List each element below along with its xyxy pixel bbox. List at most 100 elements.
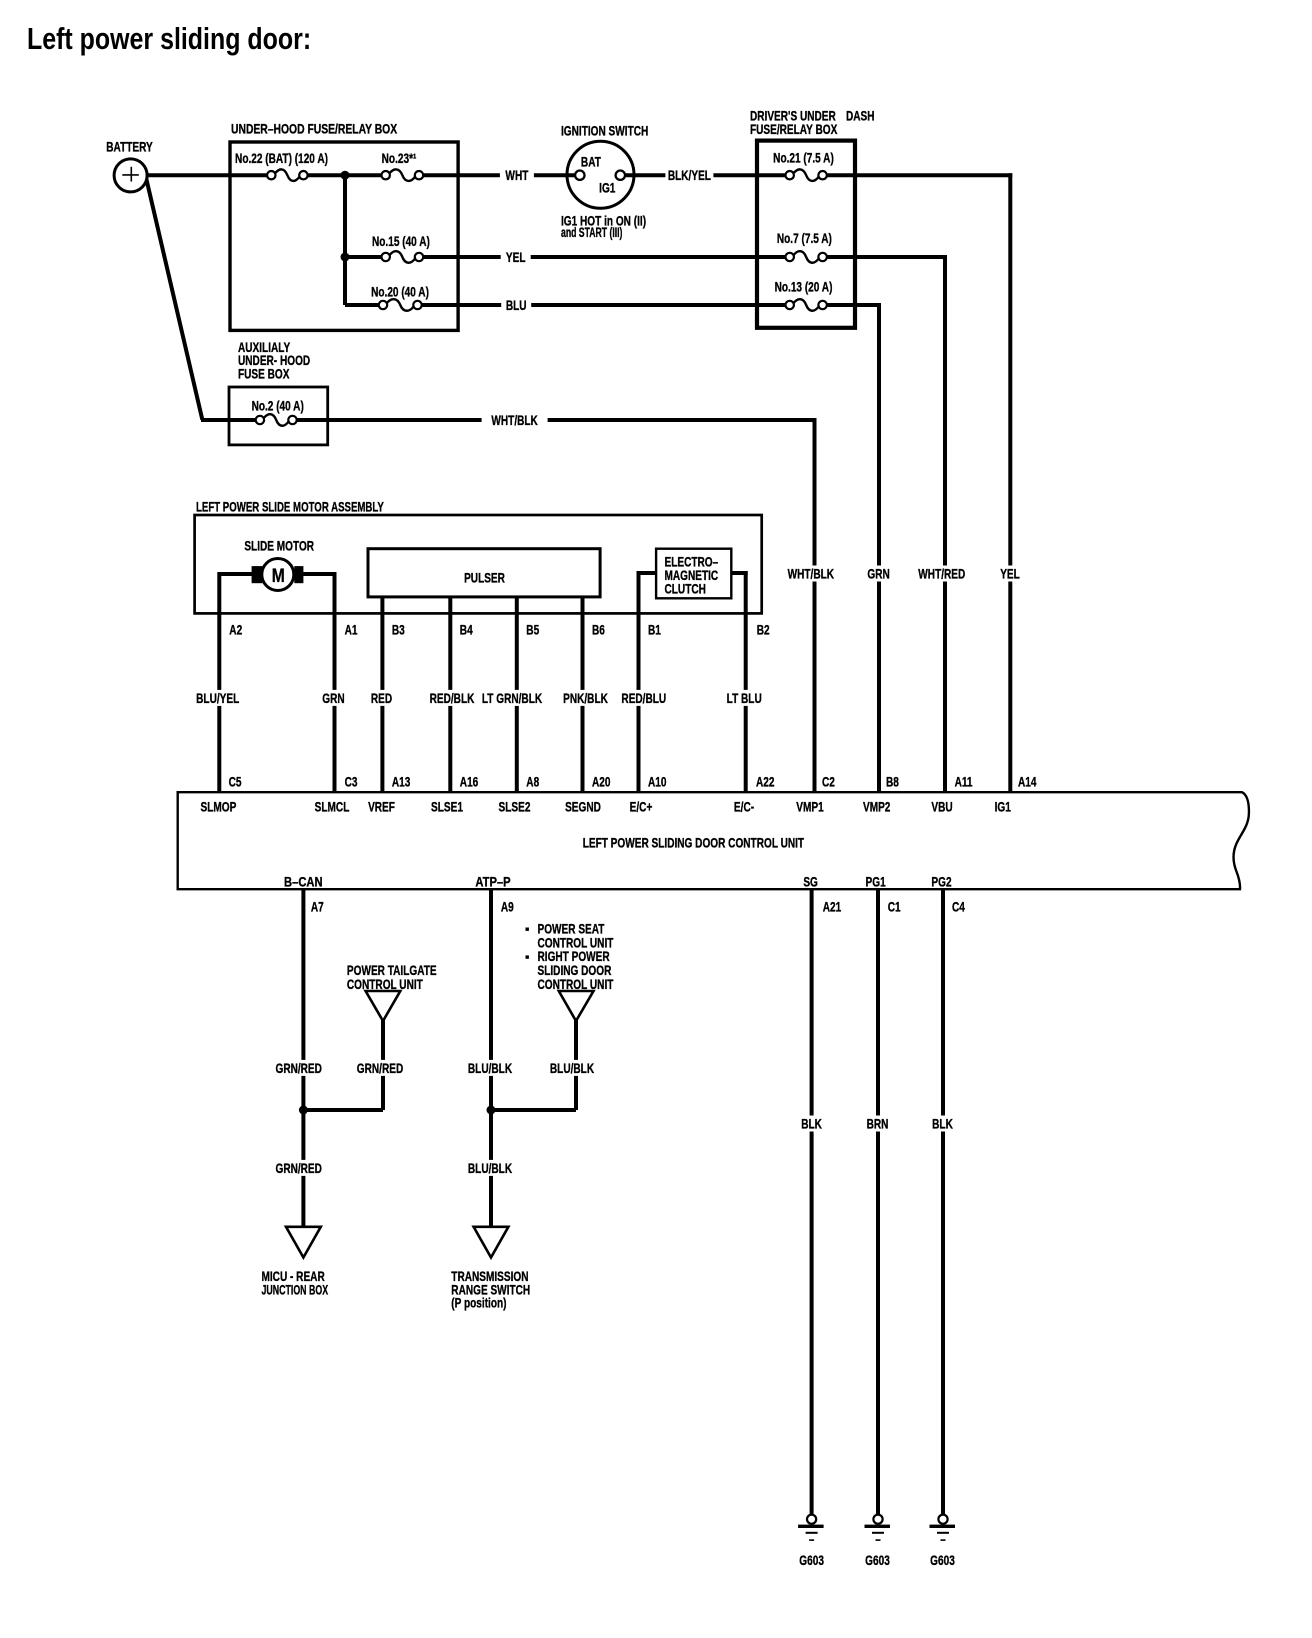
svg-text:GRN/RED: GRN/RED bbox=[275, 1160, 322, 1176]
svg-text:GRN: GRN bbox=[867, 566, 889, 582]
svg-text:DRIVER'S UNDER: DRIVER'S UNDER bbox=[750, 108, 836, 124]
svg-text:A13: A13 bbox=[392, 774, 411, 790]
svg-text:C1: C1 bbox=[888, 899, 901, 915]
svg-text:JUNCTION BOX: JUNCTION BOX bbox=[262, 1283, 329, 1299]
svg-text:FUSE/RELAY BOX: FUSE/RELAY BOX bbox=[750, 121, 838, 137]
svg-text:C4: C4 bbox=[952, 899, 965, 915]
svg-text:IG1 HOT in ON (II): IG1 HOT in ON (II) bbox=[561, 213, 646, 229]
svg-text:SLMCL: SLMCL bbox=[315, 799, 350, 815]
svg-text:No.7 (7.5 A): No.7 (7.5 A) bbox=[777, 231, 832, 247]
svg-text:(P position): (P position) bbox=[451, 1295, 506, 1311]
svg-text:SLIDING DOOR: SLIDING DOOR bbox=[538, 962, 612, 978]
svg-text:POWER TAILGATE: POWER TAILGATE bbox=[347, 962, 437, 978]
svg-text:A14: A14 bbox=[1018, 774, 1037, 790]
svg-text:E/C-: E/C- bbox=[734, 799, 754, 815]
svg-text:CLUTCH: CLUTCH bbox=[665, 581, 706, 597]
svg-text:A2: A2 bbox=[229, 622, 242, 638]
svg-text:CONTROL UNIT: CONTROL UNIT bbox=[347, 976, 423, 992]
svg-text:A22: A22 bbox=[756, 774, 775, 790]
svg-text:CONTROL UNIT: CONTROL UNIT bbox=[538, 976, 614, 992]
svg-text:UNDER–HOOD FUSE/RELAY BOX: UNDER–HOOD FUSE/RELAY BOX bbox=[231, 121, 398, 137]
svg-text:PG2: PG2 bbox=[931, 874, 951, 890]
svg-text:and START (III): and START (III) bbox=[561, 225, 623, 241]
svg-text:A16: A16 bbox=[460, 774, 479, 790]
svg-text:No.20 (40 A): No.20 (40 A) bbox=[371, 284, 429, 300]
svg-text:C5: C5 bbox=[229, 774, 242, 790]
svg-text:SLMOP: SLMOP bbox=[200, 799, 236, 815]
svg-text:PULSER: PULSER bbox=[464, 570, 505, 586]
svg-text:GRN/RED: GRN/RED bbox=[275, 1060, 322, 1076]
svg-text:RIGHT POWER: RIGHT POWER bbox=[538, 949, 610, 965]
svg-text:A20: A20 bbox=[592, 774, 611, 790]
svg-text:BLU/BLK: BLU/BLK bbox=[468, 1060, 512, 1076]
svg-text:YEL: YEL bbox=[506, 249, 526, 265]
svg-text:BLK/YEL: BLK/YEL bbox=[668, 168, 712, 184]
svg-text:M: M bbox=[272, 564, 285, 586]
svg-text:WHT/BLK: WHT/BLK bbox=[788, 566, 835, 582]
svg-text:SLSE2: SLSE2 bbox=[499, 799, 531, 815]
svg-text:YEL: YEL bbox=[1000, 566, 1020, 582]
svg-text:SLSE1: SLSE1 bbox=[431, 799, 463, 815]
svg-text:FUSE BOX: FUSE BOX bbox=[238, 366, 290, 382]
svg-text:RED: RED bbox=[371, 690, 392, 706]
svg-text:No.21 (7.5 A): No.21 (7.5 A) bbox=[773, 150, 834, 166]
svg-text:VREF: VREF bbox=[368, 799, 395, 815]
svg-text:A8: A8 bbox=[526, 774, 539, 790]
svg-text:No.2 (40 A): No.2 (40 A) bbox=[252, 398, 304, 414]
svg-text:BLK: BLK bbox=[801, 1116, 822, 1132]
svg-text:UNDER- HOOD: UNDER- HOOD bbox=[238, 353, 310, 369]
svg-text:BLU/BLK: BLU/BLK bbox=[550, 1060, 594, 1076]
svg-text:SG: SG bbox=[803, 874, 818, 890]
svg-text:MAGNETIC: MAGNETIC bbox=[665, 567, 719, 583]
svg-text:TRANSMISSION: TRANSMISSION bbox=[451, 1268, 528, 1284]
svg-text:C3: C3 bbox=[345, 774, 358, 790]
svg-text:VMP2: VMP2 bbox=[863, 799, 891, 815]
svg-text:B1: B1 bbox=[648, 622, 661, 638]
svg-text:RED/BLU: RED/BLU bbox=[621, 690, 666, 706]
svg-text:LT GRN/BLK: LT GRN/BLK bbox=[482, 690, 542, 706]
svg-text:GRN: GRN bbox=[322, 690, 344, 706]
svg-text:B5: B5 bbox=[526, 622, 539, 638]
svg-text:RANGE SWITCH: RANGE SWITCH bbox=[451, 1282, 530, 1298]
svg-text:B2: B2 bbox=[757, 622, 770, 638]
svg-text:PNK/BLK: PNK/BLK bbox=[563, 690, 608, 706]
svg-text:No.13 (20 A): No.13 (20 A) bbox=[775, 279, 833, 295]
svg-text:BLK: BLK bbox=[932, 1116, 953, 1132]
svg-text:GRN/RED: GRN/RED bbox=[357, 1060, 404, 1076]
svg-text:BLU/BLK: BLU/BLK bbox=[468, 1160, 512, 1176]
svg-text:A21: A21 bbox=[823, 899, 842, 915]
svg-text:MICU - REAR: MICU - REAR bbox=[262, 1268, 325, 1284]
svg-text:LEFT POWER SLIDE MOTOR ASSEMBL: LEFT POWER SLIDE MOTOR ASSEMBLY bbox=[196, 499, 384, 515]
svg-text:B6: B6 bbox=[592, 622, 605, 638]
svg-text:BLU/YEL: BLU/YEL bbox=[196, 690, 240, 706]
svg-text:BAT: BAT bbox=[581, 154, 601, 170]
svg-text:POWER SEAT: POWER SEAT bbox=[538, 921, 605, 937]
svg-text:No.22 (BAT) (120 A): No.22 (BAT) (120 A) bbox=[235, 151, 328, 167]
svg-text:A7: A7 bbox=[311, 899, 324, 915]
svg-text:PG1: PG1 bbox=[866, 874, 886, 890]
svg-text:B8: B8 bbox=[886, 774, 899, 790]
svg-text:C2: C2 bbox=[822, 774, 835, 790]
svg-text:A9: A9 bbox=[501, 899, 514, 915]
svg-text:AUXILIALY: AUXILIALY bbox=[238, 340, 290, 356]
svg-text:DASH: DASH bbox=[846, 108, 875, 124]
svg-text:No.15 (40 A): No.15 (40 A) bbox=[372, 233, 430, 249]
svg-text:BRN: BRN bbox=[867, 1116, 889, 1132]
svg-text:VBU: VBU bbox=[931, 799, 952, 815]
svg-text:ELECTRO–: ELECTRO– bbox=[665, 554, 719, 570]
svg-text:LEFT POWER SLIDING DOOR CONTRO: LEFT POWER SLIDING DOOR CONTROL UNIT bbox=[583, 835, 805, 851]
svg-text:CONTROL UNIT: CONTROL UNIT bbox=[538, 935, 614, 951]
svg-text:ATP–P: ATP–P bbox=[475, 874, 511, 889]
svg-text:G603: G603 bbox=[799, 1552, 824, 1568]
svg-text:WHT/RED: WHT/RED bbox=[918, 566, 965, 582]
svg-text:RED/BLK: RED/BLK bbox=[430, 690, 475, 706]
svg-text:G603: G603 bbox=[930, 1552, 955, 1568]
svg-text:BATTERY: BATTERY bbox=[106, 139, 152, 155]
svg-text:WHT/BLK: WHT/BLK bbox=[491, 412, 538, 428]
svg-text:No.23*¹: No.23*¹ bbox=[382, 151, 417, 167]
svg-text:SEGND: SEGND bbox=[565, 799, 601, 815]
svg-text:A11: A11 bbox=[955, 774, 973, 790]
svg-text:IG1: IG1 bbox=[599, 180, 615, 196]
svg-text:B–CAN: B–CAN bbox=[284, 874, 323, 889]
svg-text:E/C+: E/C+ bbox=[630, 799, 653, 815]
